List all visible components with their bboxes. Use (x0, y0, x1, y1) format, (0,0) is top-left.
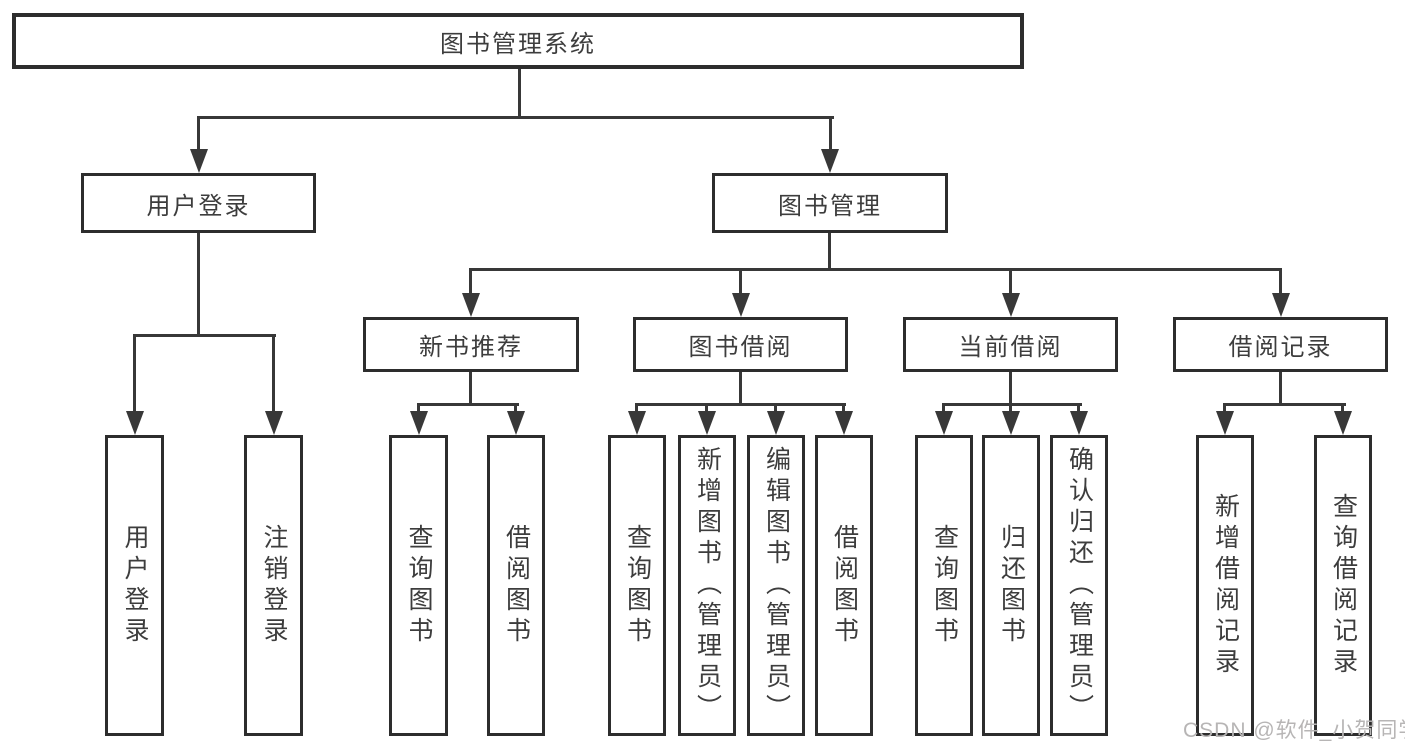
connector-arrow (767, 411, 785, 435)
connector-arrow (698, 411, 716, 435)
connector-line (828, 233, 831, 271)
node-label: 用户登录 (146, 192, 251, 220)
connector-arrow (628, 411, 646, 435)
connector-line (1341, 403, 1344, 413)
node-label: 查询图书 (930, 523, 959, 648)
connector-arrow (1216, 411, 1234, 435)
node-label: 归还图书 (997, 523, 1026, 648)
connector-line (635, 403, 638, 413)
connector-line (197, 233, 200, 337)
node-label: 确认归还（管理员） (1065, 446, 1094, 725)
connector-line (417, 403, 420, 413)
leaf-query-books-current: 查询图书 (915, 435, 973, 736)
node-library-system: 图书管理系统 (12, 13, 1024, 69)
node-label: 用户登录 (121, 523, 149, 648)
connector-line (739, 372, 742, 406)
connector-line (469, 372, 472, 406)
connector-line (705, 403, 708, 413)
connector-line (469, 268, 1282, 271)
connector-arrow (835, 411, 853, 435)
node-label: 图书管理 (778, 192, 882, 220)
node-borrowing-records: 借阅记录 (1173, 317, 1388, 372)
connector-line (1009, 372, 1012, 406)
node-label: 新书推荐 (419, 334, 523, 361)
leaf-confirm-return-admin: 确认归还（管理员） (1050, 435, 1108, 736)
node-label: 编辑图书（管理员） (762, 446, 791, 725)
connector-line (272, 334, 275, 413)
connector-arrow (265, 411, 283, 435)
node-book-borrowing: 图书借阅 (633, 317, 848, 372)
node-label: 查询图书 (405, 523, 433, 648)
connector-arrow (821, 149, 839, 173)
connector-arrow (126, 411, 144, 435)
connector-line (842, 403, 845, 413)
connector-arrow (507, 411, 525, 435)
leaf-borrow-books-recommend: 借阅图书 (487, 435, 545, 736)
connector-line (1223, 403, 1346, 406)
leaf-borrow-books: 借阅图书 (815, 435, 873, 736)
connector-arrow (935, 411, 953, 435)
node-label: 借阅图书 (502, 523, 531, 648)
node-label: 新增借阅记录 (1211, 492, 1240, 679)
connector-line (829, 116, 832, 151)
connector-line (1279, 372, 1282, 406)
connector-line (1223, 403, 1226, 413)
leaf-logout: 注销登录 (244, 435, 303, 736)
node-book-management: 图书管理 (712, 173, 948, 233)
connector-line (1077, 403, 1080, 413)
connector-line (514, 403, 517, 413)
connector-line (774, 403, 777, 413)
node-current-borrowing: 当前借阅 (903, 317, 1118, 372)
connector-line (635, 403, 846, 406)
connector-line (1279, 268, 1282, 296)
connector-line (942, 403, 945, 413)
leaf-query-books-recommend: 查询图书 (389, 435, 448, 736)
node-label: 查询图书 (623, 523, 652, 648)
node-label: 注销登录 (260, 523, 288, 648)
connector-line (518, 69, 521, 117)
connector-arrow (1070, 411, 1088, 435)
connector-arrow (1334, 411, 1352, 435)
connector-line (417, 403, 519, 406)
node-label: 查询借阅记录 (1329, 492, 1358, 679)
node-new-book-recommend: 新书推荐 (363, 317, 579, 372)
connector-line (1009, 268, 1012, 296)
connector-arrow (1002, 411, 1020, 435)
node-label: 图书管理系统 (440, 30, 596, 58)
connector-line (197, 116, 200, 151)
leaf-edit-books-admin: 编辑图书（管理员） (747, 435, 805, 736)
connector-arrow (190, 149, 208, 173)
connector-arrow (1272, 293, 1290, 317)
leaf-add-books-admin: 新增图书（管理员） (678, 435, 736, 736)
connector-line (739, 268, 742, 296)
connector-arrow (1002, 293, 1020, 317)
connector-line (942, 403, 1082, 406)
node-label: 新增图书（管理员） (693, 446, 722, 725)
connector-line (469, 268, 472, 296)
node-label: 借阅图书 (830, 523, 859, 648)
node-label: 当前借阅 (958, 334, 1063, 361)
connector-arrow (462, 293, 480, 317)
connector-line (1009, 403, 1012, 413)
connector-line (133, 334, 276, 337)
leaf-add-borrow-record: 新增借阅记录 (1196, 435, 1254, 736)
node-user-login: 用户登录 (81, 173, 316, 233)
node-label: 借阅记录 (1228, 334, 1333, 361)
leaf-query-books-borrow: 查询图书 (608, 435, 666, 736)
connector-line (197, 116, 834, 119)
leaf-query-borrow-record: 查询借阅记录 (1314, 435, 1372, 736)
watermark: CSDN @软件_小贺同学 (1183, 719, 1405, 742)
node-label: 图书借阅 (688, 334, 793, 361)
connector-arrow (410, 411, 428, 435)
connector-arrow (732, 293, 750, 317)
leaf-return-books: 归还图书 (982, 435, 1040, 736)
connector-line (133, 334, 136, 413)
leaf-user-login: 用户登录 (105, 435, 164, 736)
